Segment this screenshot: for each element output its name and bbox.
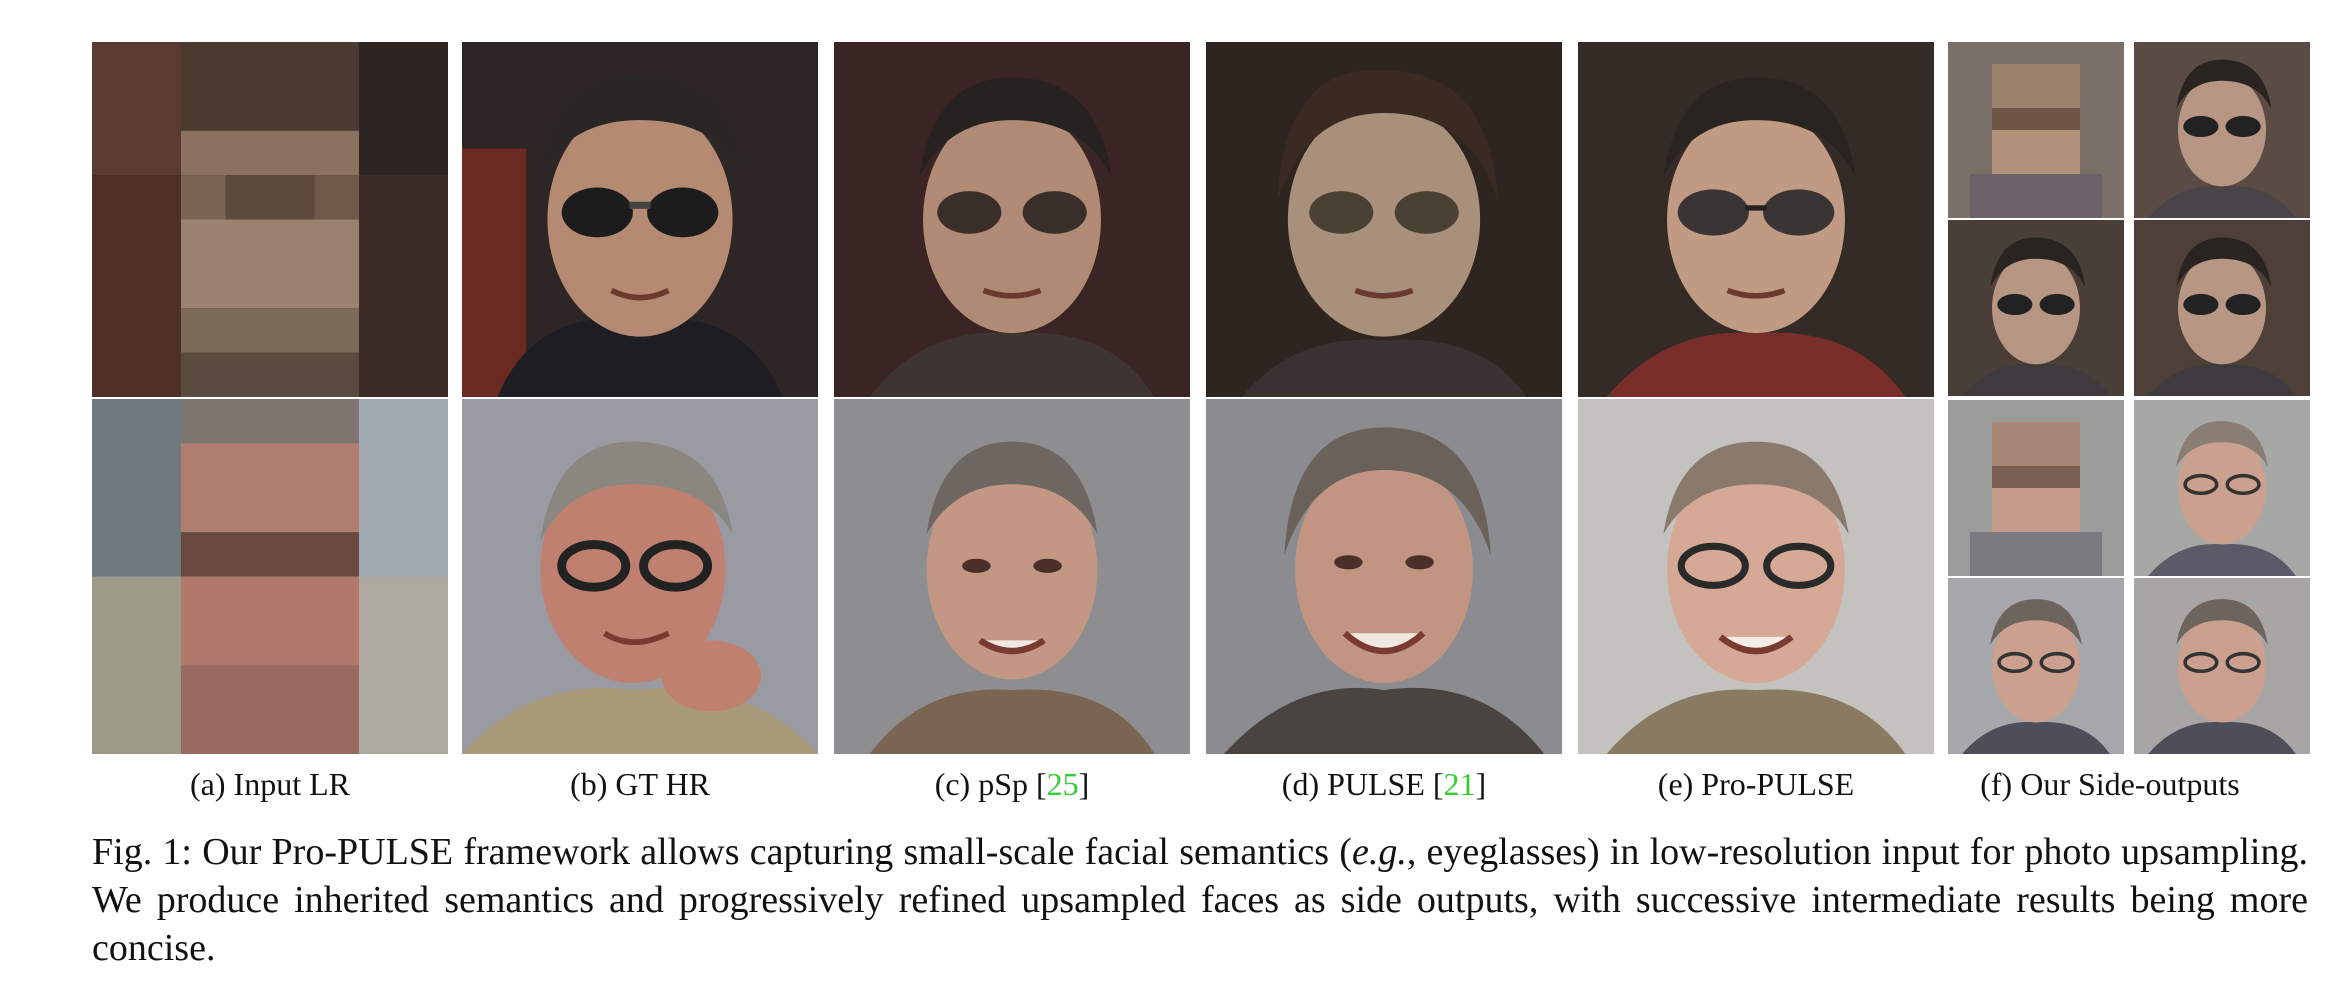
pro-pulse-face-1 [1578, 42, 1934, 397]
pulse-face-2 [1206, 399, 1562, 754]
caption-text-2: , eyeglasses) in low-resolution input fo… [92, 831, 2308, 969]
side-output-3 [1948, 220, 2124, 396]
input-lr-face-2 [92, 399, 448, 754]
psp-face-2 [834, 399, 1190, 754]
subcaption-a: (a) Input LR [190, 766, 350, 802]
column-input-lr [92, 42, 448, 754]
side-output-6 [2134, 400, 2310, 576]
subcaption-f: (f) Our Side-outputs [1980, 766, 2240, 802]
figure-label: Fig. 1: [92, 831, 192, 873]
gt-hr-face-2 [462, 399, 818, 754]
citation-link-21[interactable]: 21 [1443, 766, 1476, 802]
subcaption-c: (c) pSp [25] [834, 764, 1190, 804]
input-lr-face-1 [92, 42, 448, 397]
subcaption-b: (b) GT HR [570, 766, 710, 802]
column-side-outputs [1948, 42, 2310, 754]
subcaption-e: (e) Pro-PULSE [1657, 766, 1855, 802]
pro-pulse-face-2 [1578, 399, 1934, 754]
column-gt-hr [462, 42, 818, 754]
column-pro-pulse [1578, 42, 1934, 754]
side-output-4 [2134, 220, 2310, 396]
side-output-7 [1948, 578, 2124, 754]
column-psp [834, 42, 1190, 754]
subcaption-d-close: ] [1475, 766, 1487, 802]
caption-eg: e.g. [1351, 831, 1407, 873]
subcaption-row: (a) Input LR (b) GT HR (c) pSp [25] (d) … [92, 764, 2272, 804]
side-output-2 [2134, 42, 2310, 218]
side-output-5 [1948, 400, 2124, 576]
subcaption-d: (d) PULSE [21] [1206, 764, 1562, 804]
citation-link-25[interactable]: 25 [1046, 766, 1079, 802]
subcaption-c-close: ] [1078, 766, 1090, 802]
column-pulse [1206, 42, 1562, 754]
pulse-face-1 [1206, 42, 1562, 397]
subcaption-d-text: (d) PULSE [ [1281, 766, 1444, 802]
figure-grid [92, 42, 2310, 754]
psp-face-1 [834, 42, 1190, 397]
subcaption-c-text: (c) pSp [ [934, 766, 1047, 802]
caption-text-1: Our Pro-PULSE framework allows capturing… [191, 831, 1352, 873]
figure-caption: Fig. 1: Our Pro-PULSE framework allows c… [92, 828, 2308, 972]
side-output-8 [2134, 578, 2310, 754]
side-output-1 [1948, 42, 2124, 218]
gt-hr-face-1 [462, 42, 818, 397]
